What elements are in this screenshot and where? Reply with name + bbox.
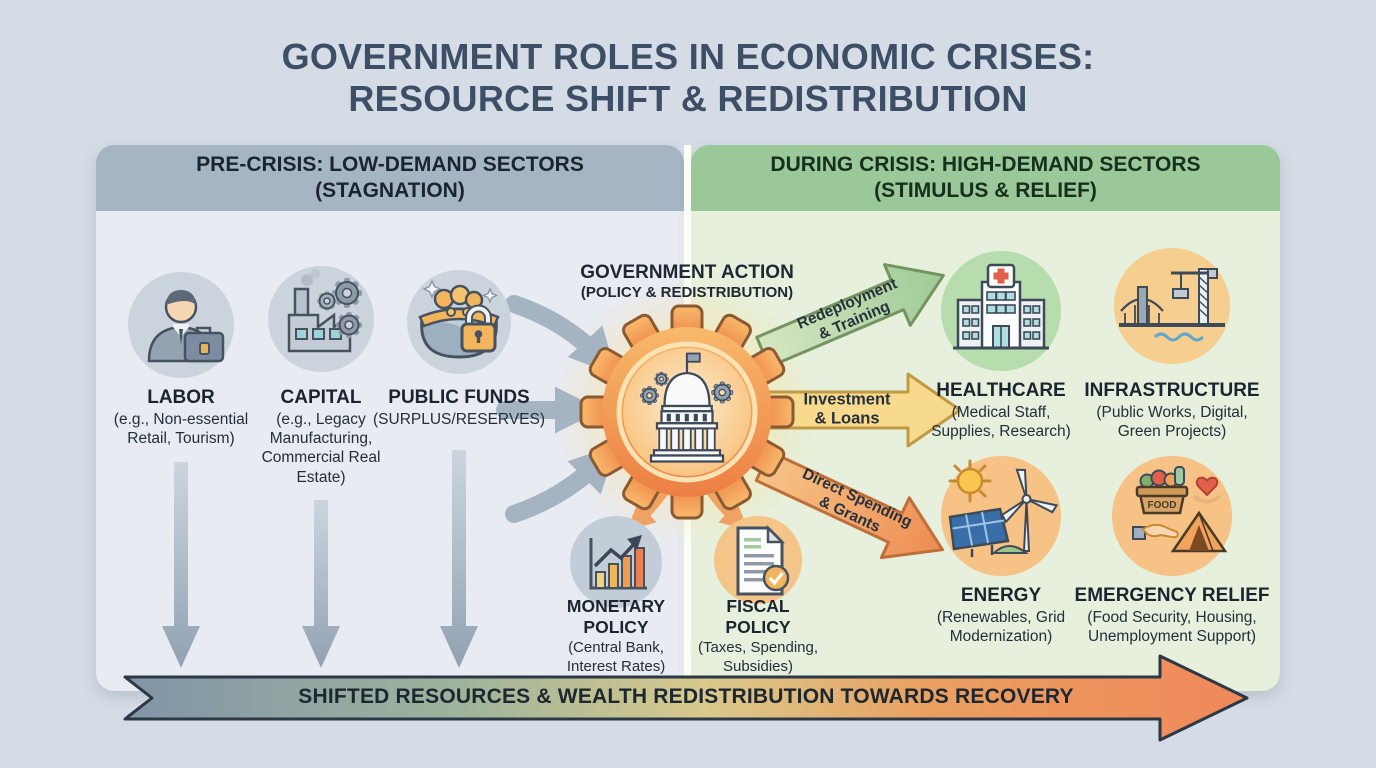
recovery-banner-label: SHIFTED RESOURCES & WEALTH REDISTRIBUTIO… [298, 685, 1074, 708]
factory-gears-icon [265, 263, 377, 375]
flow-label-investment: Investment & Loans [803, 390, 891, 428]
flow-arrow-investment [766, 372, 962, 448]
capital-label: CAPITAL [280, 387, 362, 408]
government-gear-icon [571, 296, 803, 528]
pre-crisis-header: PRE-CRISIS: LOW-DEMAND SECTORS (STAGNATI… [96, 145, 684, 211]
emergency-relief-desc: (Food Security, Housing, Unemployment Su… [1087, 609, 1257, 646]
chart-growth-icon [568, 514, 664, 610]
energy-label: ENERGY [960, 585, 1042, 606]
emergency-relief-label: EMERGENCY RELIEF [1074, 585, 1270, 606]
bridge-crane-icon [1111, 245, 1233, 367]
stagnation-down-arrows [162, 450, 478, 668]
hospital-icon [938, 248, 1064, 374]
healthcare-desc: (Medical Staff, Supplies, Research) [931, 404, 1071, 441]
government-action-heading: GOVERNMENT ACTION [580, 262, 794, 283]
document-check-icon [712, 514, 804, 606]
monetary-policy-label: MONETARY POLICY [566, 596, 666, 637]
energy-desc: (Renewables, Grid Modernization) [936, 609, 1066, 646]
page-title: GOVERNMENT ROLES IN ECONOMIC CRISES: RES… [281, 36, 1095, 119]
flow-arrow-direct-spending [754, 449, 944, 560]
labor-label: LABOR [147, 387, 215, 408]
flow-arrow-redeployment [755, 263, 945, 369]
public-funds-label: PUBLIC FUNDS [388, 387, 530, 408]
fiscal-policy-label: FISCAL POLICY [725, 596, 791, 637]
fiscal-policy-desc: (Taxes, Spending, Subsidies) [697, 639, 819, 675]
capital-desc: (e.g., Legacy Manufacturing, Commercial … [261, 411, 381, 486]
recovery-banner-arrow [123, 654, 1249, 742]
labor-desc: (e.g., Non-essential Retail, Tourism) [113, 411, 249, 448]
locked-purse-icon [404, 267, 514, 377]
infrastructure-desc: (Public Works, Digital, Green Projects) [1096, 404, 1248, 441]
solar-wind-icon [938, 453, 1064, 579]
government-action-subheading: (POLICY & REDISTRIBUTION) [580, 284, 794, 301]
infrastructure-label: INFRASTRUCTURE [1084, 380, 1260, 401]
food-basket-label: FOOD [1148, 500, 1177, 511]
monetary-policy-desc: (Central Bank, Interest Rates) [566, 639, 666, 675]
during-crisis-header: DURING CRISIS: HIGH-DEMAND SECTORS (STIM… [691, 145, 1280, 211]
healthcare-label: HEALTHCARE [936, 380, 1066, 401]
worker-briefcase-icon [125, 269, 237, 381]
public-funds-desc: (SURPLUS/RESERVES) [373, 411, 545, 428]
relief-tent-icon: FOOD [1109, 453, 1235, 579]
